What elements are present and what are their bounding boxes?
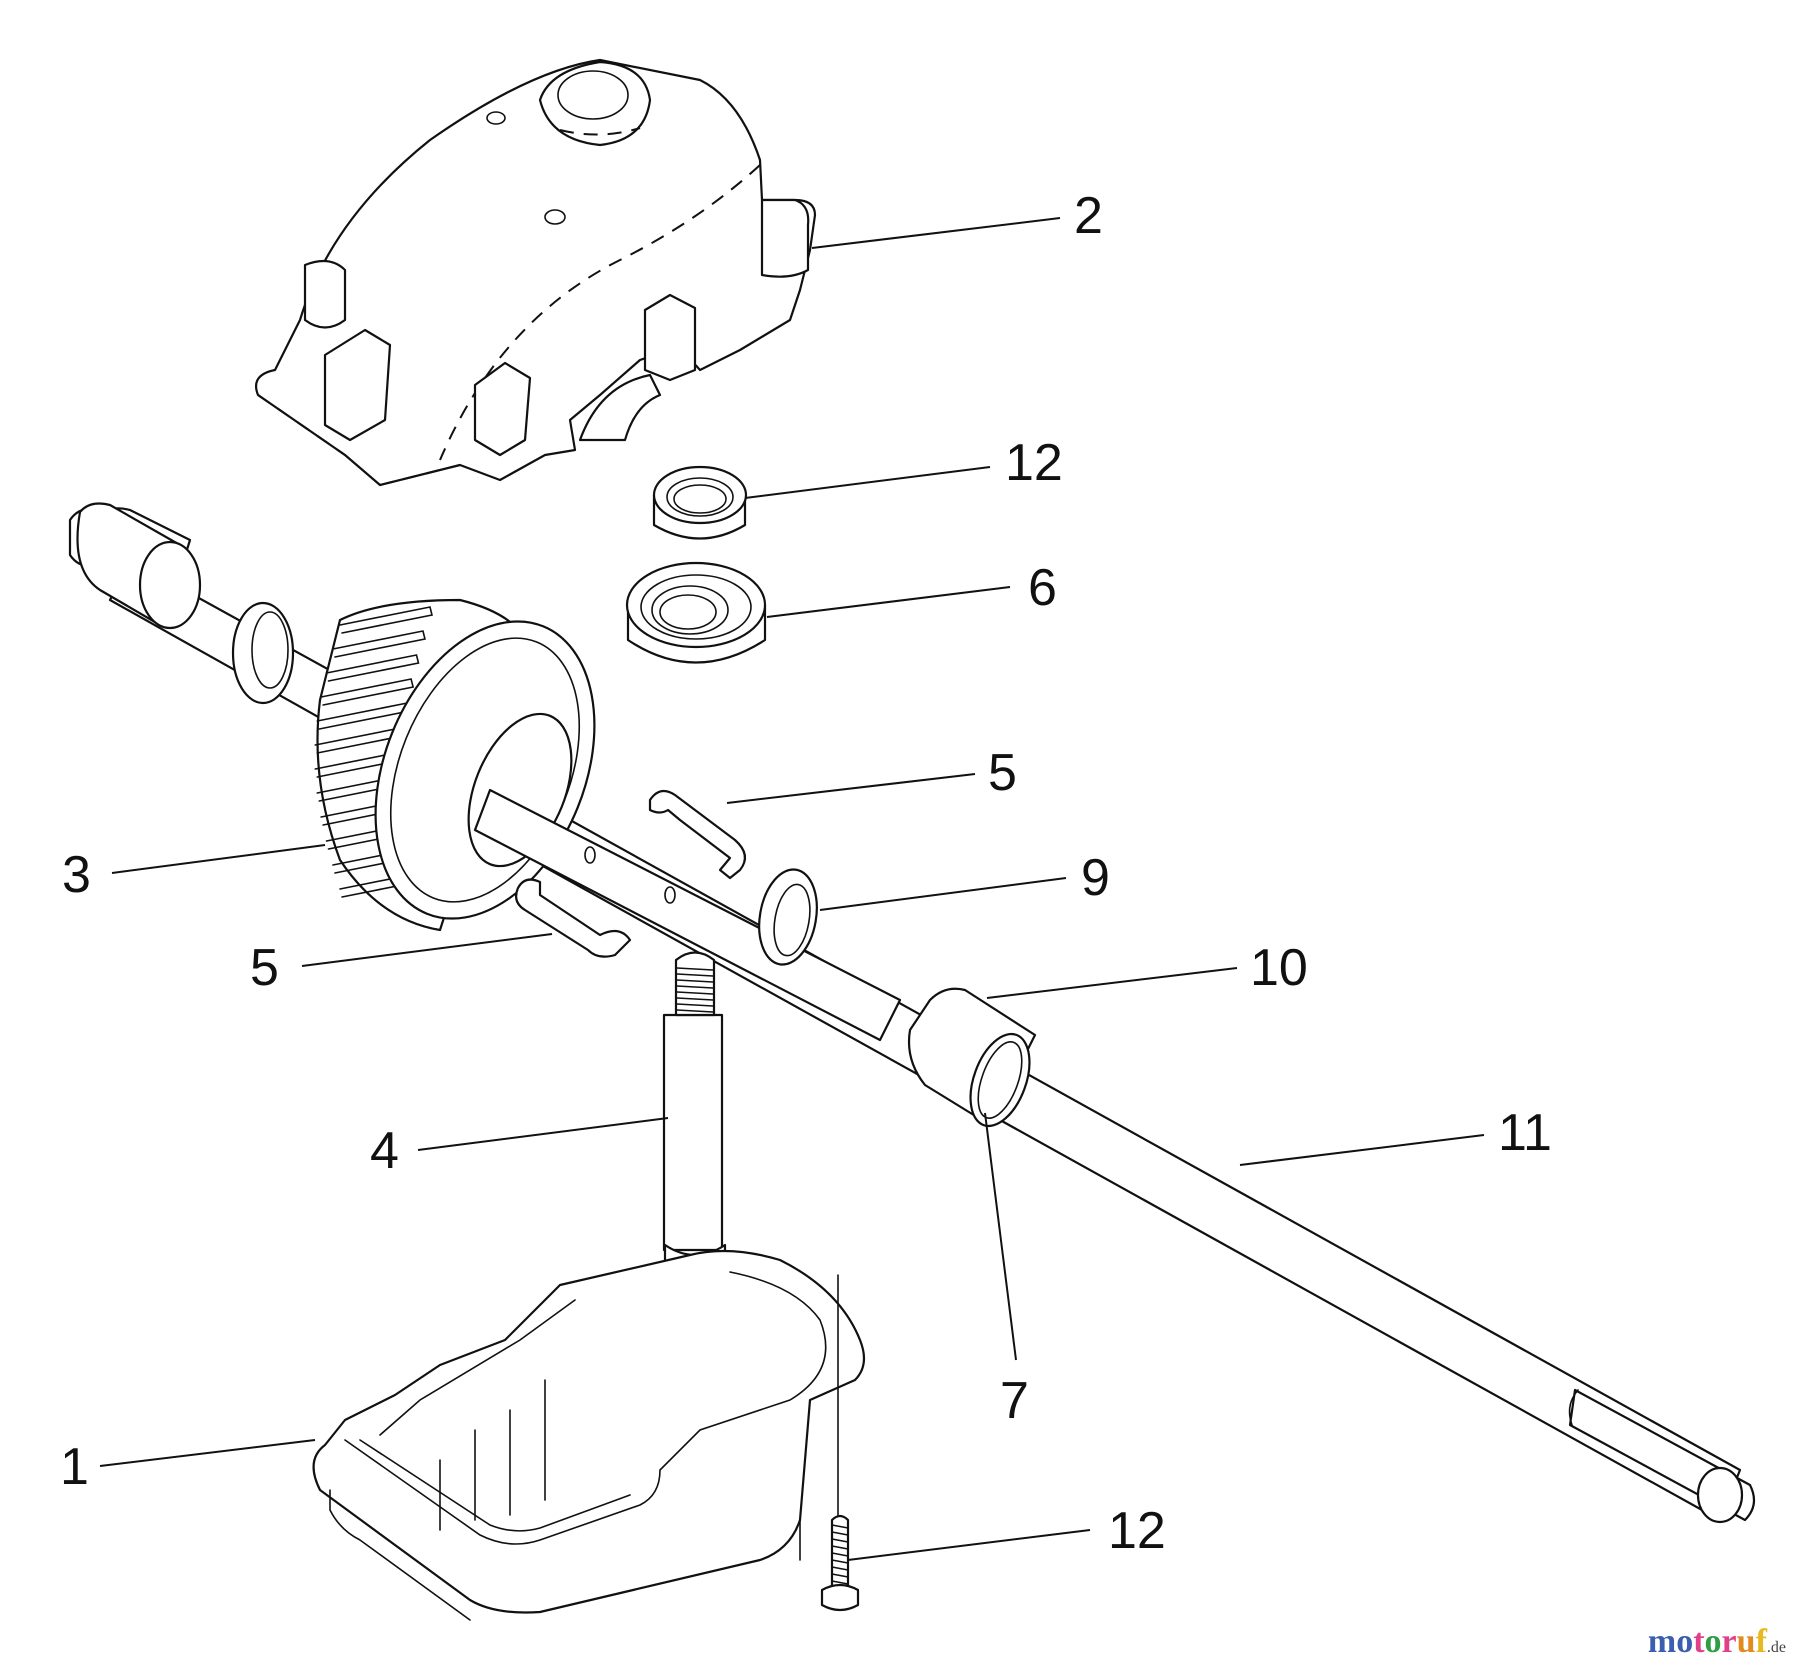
leader-5a (726, 773, 976, 804)
gear-tooth (320, 678, 415, 706)
leader-11 (847, 1529, 1091, 1561)
worm-thread-line (676, 985, 714, 989)
callout-2: 2 (1074, 187, 1103, 245)
callout-9: 10 (1250, 939, 1308, 997)
watermark-text: motoruf (1648, 1623, 1767, 1660)
worm-thread-line (676, 973, 714, 977)
leader-7 (984, 1112, 1017, 1361)
ball-bearing (625, 561, 767, 664)
leader-5b (301, 933, 553, 967)
worm-thread-line (676, 991, 714, 995)
screw-thread-line (831, 1531, 849, 1536)
thrust-washer (758, 868, 818, 966)
callout-5a: 5 (988, 744, 1017, 802)
watermark-letter: t (1693, 1623, 1705, 1660)
leader-3 (111, 844, 326, 874)
worm-thread-line (676, 967, 714, 971)
callout-3: 3 (62, 846, 91, 904)
watermark-letter: m (1647, 1623, 1677, 1660)
worm-thread-line (676, 1009, 714, 1013)
watermark-letter: o (1676, 1623, 1694, 1660)
worm-thread-line (676, 979, 714, 983)
watermark-letter: u (1736, 1623, 1756, 1660)
leader-9 (986, 967, 1238, 999)
gear-tooth (325, 654, 420, 682)
screw-thread-line (831, 1573, 849, 1578)
lower-housing (312, 1249, 866, 1621)
callout-12: 12 (1005, 434, 1063, 492)
callout-10: 11 (1498, 1104, 1552, 1162)
drive-pin-upper (648, 789, 747, 880)
callout-5b: 5 (250, 939, 279, 997)
leader-2 (811, 217, 1061, 249)
leader-12 (744, 466, 991, 499)
callout-7: 7 (1000, 1372, 1029, 1430)
screw (820, 1274, 860, 1612)
worm-thread-line (676, 997, 714, 1001)
bushing (907, 987, 1037, 1128)
callout-1: 1 (60, 1438, 89, 1496)
small-bearing (652, 465, 748, 540)
watermark-letter: f (1755, 1623, 1767, 1660)
leader-6 (766, 586, 1011, 618)
watermark-logo: motoruf.de (1648, 1623, 1786, 1661)
leader-1 (99, 1439, 316, 1467)
worm-thread-line (676, 1003, 714, 1007)
callout-labels: 2 12 6 5 9 3 5 10 4 11 7 1 12 (60, 187, 1552, 1560)
leader-lines (99, 217, 1485, 1561)
watermark-tld: .de (1766, 1639, 1786, 1656)
watermark-letter: r (1721, 1623, 1737, 1660)
screw-thread-line (831, 1566, 849, 1571)
callout-11: 12 (1108, 1502, 1166, 1560)
leader-8 (819, 877, 1067, 911)
upper-housing (254, 58, 817, 487)
screw-thread-line (831, 1545, 849, 1550)
screw-thread-line (831, 1524, 849, 1529)
screw-thread-line (831, 1538, 849, 1543)
gear-tooth (339, 606, 433, 634)
leader-4 (417, 1117, 669, 1151)
watermark-letter: o (1704, 1623, 1722, 1660)
screw-thread-line (831, 1552, 849, 1557)
callout-6: 6 (1028, 559, 1057, 617)
gear-tooth (332, 630, 426, 658)
helical-gear (314, 598, 902, 1042)
screw-thread-line (831, 1559, 849, 1564)
callout-8: 9 (1081, 849, 1110, 907)
drive-pin-lower (515, 878, 632, 958)
callout-4: 4 (370, 1122, 399, 1180)
screw-thread-line (831, 1580, 849, 1585)
leader-10 (1239, 1134, 1485, 1166)
